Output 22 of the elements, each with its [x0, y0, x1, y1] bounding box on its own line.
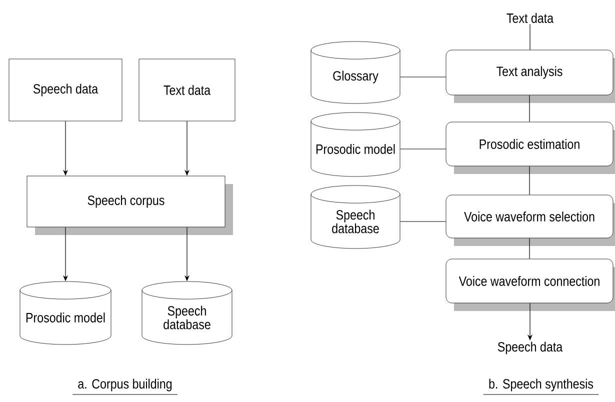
- connector-line: [400, 148, 446, 150]
- process-box: Text analysis: [446, 50, 615, 103]
- data-label: Speech data: [498, 342, 563, 354]
- database-cylinder: Glossary: [310, 41, 400, 104]
- database-cylinder: Prosodic model: [310, 112, 400, 177]
- connector-line: [400, 76, 446, 78]
- database-cylinder: Speech database: [142, 281, 232, 345]
- process-box: Text data: [138, 58, 236, 122]
- connector-line: [529, 94, 530, 122]
- database-cylinder: Speech database: [310, 185, 400, 249]
- connector-line: [529, 166, 530, 196]
- process-box: Speech data: [8, 58, 122, 122]
- process-box: Prosodic estimation: [446, 122, 615, 174]
- connector-line: [400, 221, 446, 222]
- caption: b. Speech synthesis: [489, 378, 594, 392]
- data-label: Text data: [506, 13, 554, 23]
- process-box: Voice waveform connection: [446, 258, 615, 311]
- process-box: Speech corpus: [26, 176, 233, 235]
- database-cylinder: Prosodic model: [20, 281, 112, 345]
- caption: a. Corpus building: [78, 378, 172, 392]
- process-box: Voice waveform selection: [446, 194, 615, 246]
- connector-line: [529, 238, 530, 260]
